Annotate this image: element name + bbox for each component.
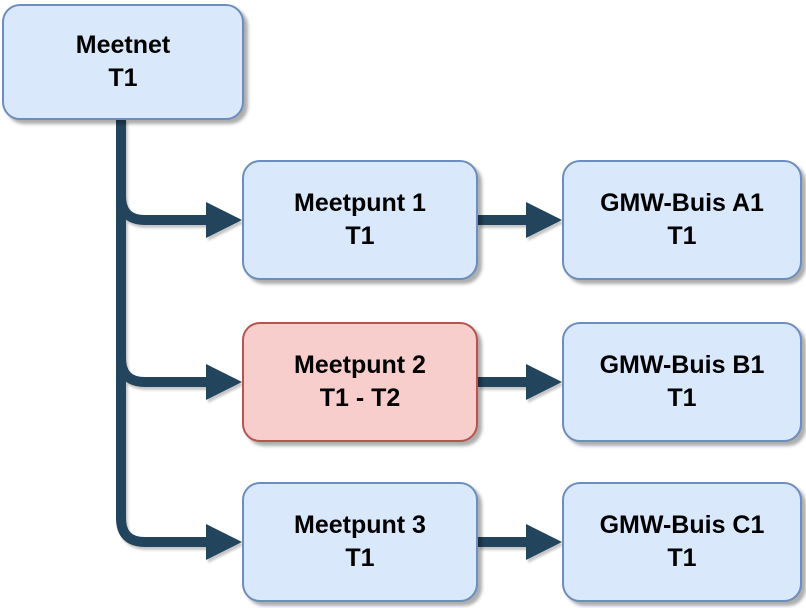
node-period: T1: [667, 384, 697, 412]
node-gmw-buis-b1: GMW-Buis B1 T1: [562, 322, 802, 442]
node-title: Meetpunt 2: [294, 351, 426, 379]
node-period: T1: [345, 544, 375, 572]
arrowhead-meetpunt-1: [206, 202, 242, 238]
arrowhead-gmw-buis-c1: [526, 524, 562, 560]
node-title: GMW-Buis C1: [599, 511, 765, 539]
arrowhead-gmw-buis-a1: [526, 202, 562, 238]
edge-meetnet-meetpunt-1: [116, 195, 208, 225]
node-gmw-buis-a1: GMW-Buis A1 T1: [562, 160, 802, 280]
arrowhead-meetpunt-3: [206, 524, 242, 560]
node-title: Meetnet: [75, 31, 171, 59]
node-period: T1: [667, 544, 697, 572]
node-title: Meetpunt 1: [294, 189, 426, 217]
node-title: GMW-Buis A1: [600, 189, 764, 217]
node-period: T1 - T2: [319, 384, 401, 412]
node-meetpunt-2: Meetpunt 2 T1 - T2: [242, 322, 478, 442]
arrowhead-gmw-buis-b1: [526, 364, 562, 400]
node-gmw-buis-c1: GMW-Buis C1 T1: [562, 482, 802, 602]
edge-meetnet-meetpunt-2: [116, 357, 208, 387]
node-meetpunt-3: Meetpunt 3 T1: [242, 482, 478, 602]
node-period: T1: [108, 64, 138, 92]
node-meetnet: Meetnet T1: [2, 4, 244, 120]
edge-meetnet-meetpunt-3: [116, 119, 208, 547]
node-meetpunt-1: Meetpunt 1 T1: [242, 160, 478, 280]
node-period: T1: [345, 222, 375, 250]
node-title: Meetpunt 3: [294, 511, 426, 539]
node-title: GMW-Buis B1: [599, 351, 765, 379]
node-period: T1: [667, 222, 697, 250]
arrowhead-meetpunt-2: [206, 364, 242, 400]
